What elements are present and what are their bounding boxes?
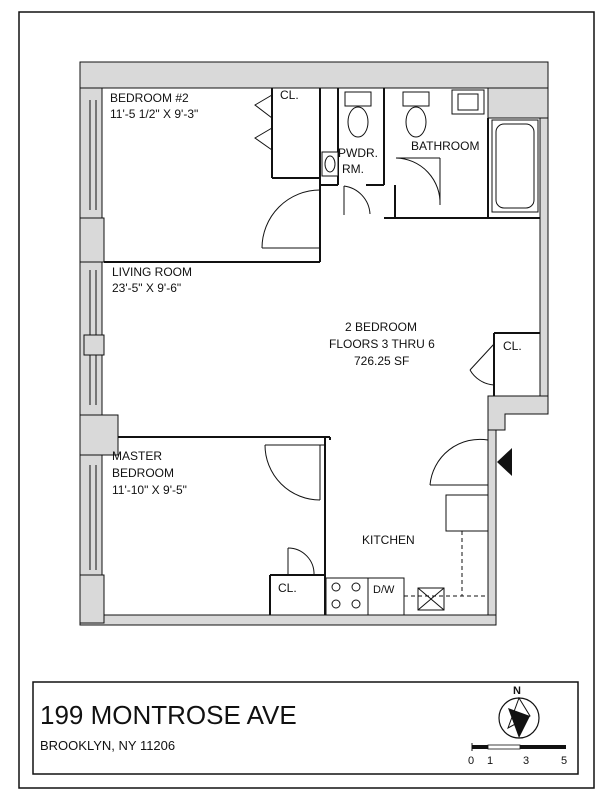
closet-label-master: CL. (278, 581, 297, 595)
fixtures (321, 89, 539, 616)
living-room-dims: 23'-5" X 9'-6" (112, 281, 181, 295)
living-room-name: LIVING ROOM (112, 265, 192, 279)
closet-label-bedroom2: CL. (280, 88, 299, 102)
bedroom2-name: BEDROOM #2 (110, 91, 189, 105)
page-border (18, 11, 595, 789)
bathroom-label: BATHROOM (411, 139, 479, 153)
unit-type: 2 BEDROOM (345, 320, 417, 334)
scale-label-5: 5 (561, 755, 567, 767)
compass-icon: N (498, 685, 540, 739)
scale-bar: 0 1 3 5 (468, 743, 567, 767)
powder-room-label-1: PWDR. (338, 146, 378, 160)
title-block (32, 681, 579, 775)
interior-walls (104, 88, 540, 615)
city-subtitle: BROOKLYN, NY 11206 (40, 738, 176, 753)
unit-area: 726.25 SF (354, 354, 409, 368)
scale-label-0: 0 (468, 755, 474, 767)
master-dims: 11'-10" X 9'-5" (112, 483, 187, 497)
closet-label-right: CL. (503, 339, 522, 353)
powder-room-label-2: RM. (342, 162, 364, 176)
master-name-2: BEDROOM (112, 466, 174, 480)
entry-arrow-icon (497, 448, 512, 476)
unit-floors: FLOORS 3 THRU 6 (329, 337, 435, 351)
address-title: 199 MONTROSE AVE (40, 700, 297, 730)
bedroom2-dims: 11'-5 1/2" X 9'-3" (110, 107, 198, 121)
scale-label-1: 1 (487, 755, 493, 767)
dishwasher-label: D/W (373, 584, 395, 596)
scale-label-3: 3 (523, 755, 529, 767)
windows (83, 100, 105, 570)
exterior-walls (79, 61, 549, 626)
doors (254, 94, 495, 576)
kitchen-label: KITCHEN (362, 533, 415, 547)
svg-text:N: N (513, 685, 521, 697)
master-name-1: MASTER (112, 449, 162, 463)
